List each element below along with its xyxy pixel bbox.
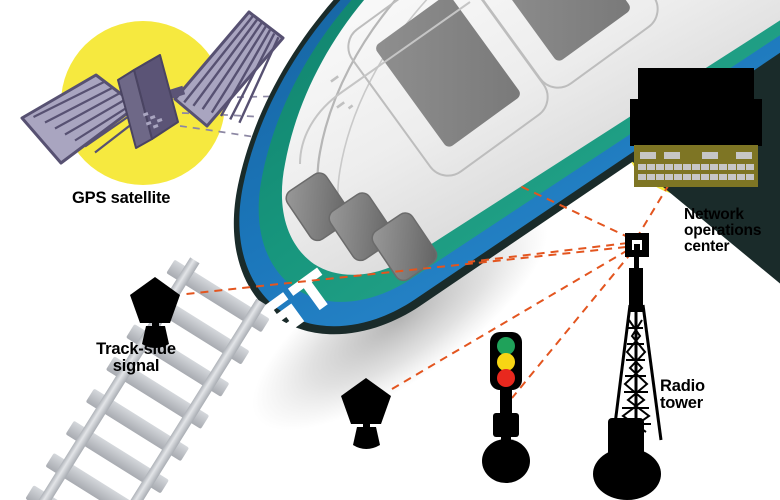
cab-window-2 xyxy=(486,0,630,61)
noc-upper-windows xyxy=(640,152,752,159)
label-track-side-signal-line2: signal xyxy=(112,356,160,375)
label-gps-satellite: GPS satellite xyxy=(72,190,170,207)
train-nose-frame xyxy=(299,1,471,165)
link-to-train-roof xyxy=(519,185,631,239)
train-vent-marks xyxy=(330,75,354,110)
label-network-operations-center: Network operations center xyxy=(684,207,776,254)
train-headlight-cluster xyxy=(285,172,438,282)
train-cab-windows xyxy=(376,0,630,147)
cab-window-1 xyxy=(376,0,520,147)
tower-lattice-cross xyxy=(621,319,651,433)
link-to-signal-left xyxy=(185,246,627,295)
radio-link-lines xyxy=(185,185,669,399)
track-rail-right xyxy=(92,298,266,500)
tower-antenna-inner-dot xyxy=(634,244,640,250)
train-logo-st xyxy=(258,267,328,341)
label-track-side-signal-line1: Track-side xyxy=(96,340,176,358)
noc-window-grid-row-2 xyxy=(638,174,754,180)
label-gps-satellite-text: GPS satellite xyxy=(72,189,171,207)
track-side-signal-left xyxy=(130,277,180,348)
noc-window-grid-row-1 xyxy=(638,164,754,170)
tower-mast xyxy=(634,256,639,270)
gps-satellite xyxy=(20,10,285,165)
tower-upper-shaft xyxy=(629,268,643,312)
satellite-antenna-marks xyxy=(142,112,163,129)
label-noc-line1: Network xyxy=(684,206,744,223)
noc-roof-main xyxy=(630,99,762,146)
label-noc-line2: operations xyxy=(684,221,762,239)
noc-roof-upper xyxy=(638,68,754,100)
traffic-signal-box xyxy=(493,413,519,437)
label-radio-tower-line1: Radio xyxy=(660,377,705,395)
red-lamp xyxy=(497,369,515,387)
train-roof-frames xyxy=(347,0,659,177)
traffic-signal-base xyxy=(482,439,530,483)
label-radio-tower: Radio tower xyxy=(660,378,740,412)
network-operations-center xyxy=(630,68,762,187)
link-to-noc xyxy=(635,185,669,240)
label-noc-line3: center xyxy=(684,237,730,255)
satellite-body xyxy=(117,54,179,149)
yellow-lamp xyxy=(497,353,515,371)
track-side-signal-center xyxy=(341,378,391,449)
link-to-traffic-signal xyxy=(511,251,633,399)
traffic-signal-pole xyxy=(500,388,512,418)
headlight-3 xyxy=(371,212,438,282)
traffic-signal xyxy=(482,332,530,483)
link-to-signal-center xyxy=(391,249,629,390)
satellite-solar-panel-right xyxy=(173,10,285,128)
label-radio-tower-line2: tower xyxy=(660,393,704,412)
green-lamp xyxy=(497,337,515,355)
tower-base xyxy=(593,448,661,500)
radio-tower xyxy=(593,233,663,500)
label-track-side-signal: Track-side signal xyxy=(76,341,196,375)
